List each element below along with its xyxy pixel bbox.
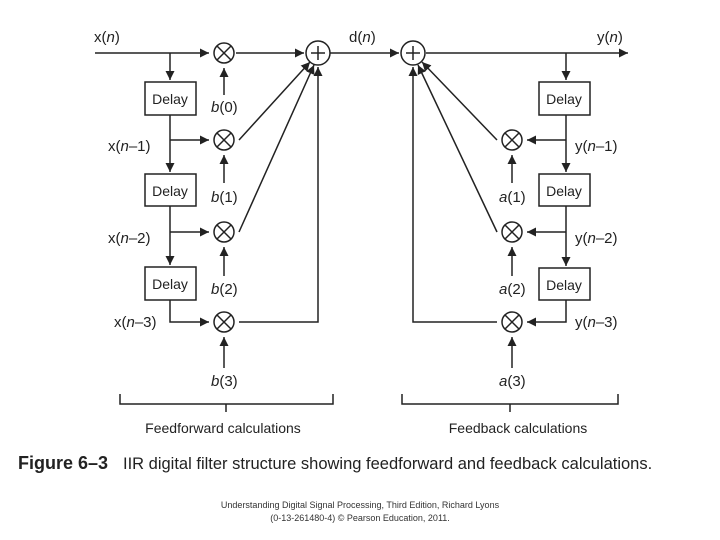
coef-a3-label: a(3) [499, 373, 526, 390]
delay-label: Delay [152, 183, 188, 199]
y1-label: y(n–1) [575, 138, 618, 155]
credit-line-1: Understanding Digital Signal Processing,… [220, 500, 500, 510]
delay-label: Delay [152, 276, 188, 292]
feedback-bracket [401, 394, 619, 405]
coef-a1-label: a(1) [499, 189, 526, 206]
coef-b2-label: b(2) [211, 281, 238, 298]
x3-label: x(n–3) [114, 314, 157, 331]
coef-a2-label: a(2) [499, 281, 526, 298]
delay-box-fb-3 [538, 267, 591, 301]
credit-line-2: (0-13-261480-4) © Pearson Education, 201… [270, 513, 450, 523]
output-signal-label: y(n) [597, 29, 623, 46]
a3-to-adder-wire [408, 67, 497, 323]
tap3-to-mult-wire [169, 300, 209, 327]
b2-to-adder-wire [238, 64, 315, 233]
feedforward-section-label: Feedforward calculations [145, 420, 301, 436]
y3-to-mult-wire [527, 300, 567, 327]
y2-label: y(n–2) [575, 230, 618, 247]
delay-label: Delay [546, 183, 582, 199]
coef-b0-label: b(0) [211, 99, 238, 116]
b3-to-adder-wire [239, 67, 323, 323]
delay-box-fb-1 [538, 81, 591, 116]
x2-label: x(n–2) [108, 230, 151, 247]
figure-number: Figure 6–3 [18, 453, 109, 473]
coef-b1-label: b(1) [211, 189, 238, 206]
delay-label: Delay [152, 91, 188, 107]
intermediate-signal-label: d(n) [349, 29, 376, 46]
a2-to-adder-wire [417, 64, 498, 233]
x1-label: x(n–1) [108, 138, 151, 155]
figure-caption: IIR digital filter structure showing fee… [123, 455, 653, 473]
delay-label: Delay [546, 277, 582, 293]
y3-label: y(n–3) [575, 314, 618, 331]
delay-box-ff-3 [144, 266, 197, 301]
a1-to-adder-wire [421, 61, 498, 141]
delay-box-fb-2 [538, 173, 591, 207]
delay-box-ff-1 [144, 81, 197, 116]
feedforward-bracket [119, 394, 334, 405]
coef-b3-label: b(3) [211, 373, 238, 390]
feedback-section-label: Feedback calculations [449, 420, 588, 436]
input-signal-label: x(n) [94, 29, 120, 46]
delay-label: Delay [546, 91, 582, 107]
b1-to-adder-wire [238, 61, 311, 141]
delay-box-ff-2 [144, 173, 197, 207]
